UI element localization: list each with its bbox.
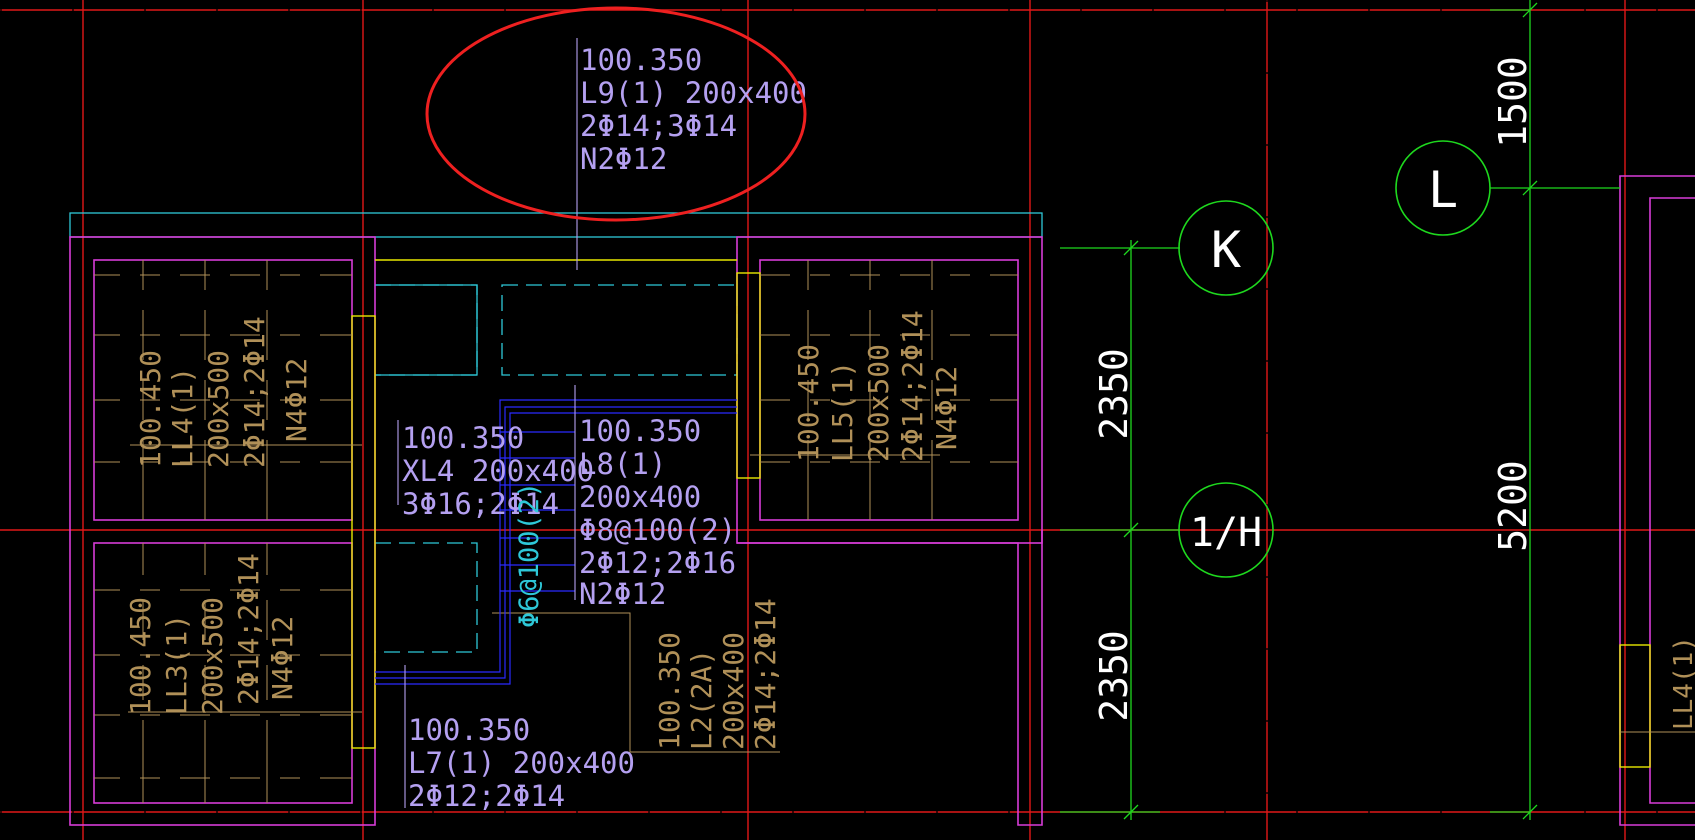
ll5-size: 200x500 (862, 344, 895, 462)
axis-bubble-1h: 1/H (1178, 482, 1274, 578)
l8-elev: 100.350 (579, 414, 701, 448)
ll3-rebar: 2Φ14;2Φ14 (232, 553, 265, 705)
ll5-side: N4Φ12 (930, 366, 963, 450)
axis-bubble-k: K (1178, 200, 1274, 296)
yellow-beams (351, 259, 1651, 768)
axis-label-l: L (1428, 161, 1458, 219)
l8-stirrup: Φ8@100(2) (579, 513, 736, 547)
l2-name: L2(2A) (685, 649, 718, 750)
beam-label-l2: 100.350 L2(2A) 200x400 2Φ14;2Φ14 (653, 598, 782, 750)
highlight-ellipse (425, 6, 807, 222)
l9-side: N2Φ12 (580, 142, 667, 176)
beam-label-xl4: 100.350 XL4 200x400 3Φ16;2Φ14 (402, 421, 594, 521)
ll4-size: 200x500 (202, 350, 235, 468)
beam-label-ll5: 100.450 LL5(1) 200x500 2Φ14;2Φ14 N4Φ12 (792, 310, 963, 462)
ll4-rebar: 2Φ14;2Φ14 (238, 316, 271, 468)
axis-label-1h: 1/H (1190, 510, 1262, 556)
l8-size: 200x400 (579, 480, 701, 514)
dim-2350-lower: 2350 (1092, 630, 1136, 722)
ll3-size: 200x500 (196, 597, 229, 715)
beam-label-l9: 100.350 L9(1) 200x400 2Φ14;3Φ14 N2Φ12 (580, 43, 807, 176)
ll3-side: N4Φ12 (266, 616, 299, 700)
cyan-dashed (375, 284, 478, 376)
ll3-elev: 100.450 (124, 597, 157, 715)
dim-2350-upper: 2350 (1092, 348, 1136, 440)
l8-side: N2Φ12 (579, 577, 666, 611)
dim-5200: 5200 (1491, 460, 1535, 552)
edge-partial-label: LL4(1) (1669, 636, 1695, 730)
ll5-name: LL5(1) (826, 361, 859, 462)
l8-rebar: 2Φ12;2Φ16 (579, 546, 736, 580)
beam-label-ll3: 100.450 LL3(1) 200x500 2Φ14;2Φ14 N4Φ12 (124, 553, 299, 715)
axis-label-k: K (1211, 221, 1241, 279)
ll-rebar-hatch (94, 260, 1695, 803)
ll3-name: LL3(1) (160, 614, 193, 715)
dim-1500: 1500 (1491, 56, 1535, 148)
l7-elev: 100.350 (408, 713, 530, 747)
xl4-elev: 100.350 (402, 421, 524, 455)
l2-elev: 100.350 (653, 632, 686, 750)
leader-lines (397, 38, 578, 808)
ll5-rebar: 2Φ14;2Φ14 (896, 310, 929, 462)
xl4-name: XL4 200x400 (402, 454, 594, 488)
l8-name: L8(1) (579, 447, 666, 481)
green-dimensions (1060, 0, 1620, 820)
l9-name: L9(1) 200x400 (580, 76, 807, 110)
ll4-name: LL4(1) (166, 367, 199, 468)
xl4-rebar: 3Φ16;2Φ14 (402, 487, 559, 521)
beam-label-l8: 100.350 L8(1) 200x400 Φ8@100(2) 2Φ12;2Φ1… (579, 414, 736, 611)
l7-rebar: 2Φ12;2Φ14 (408, 779, 565, 813)
beam-label-ll4: 100.450 LL4(1) 200x500 2Φ14;2Φ14 N4Φ12 (134, 316, 313, 468)
blue-rebar (375, 399, 737, 685)
l2-rebar: 2Φ14;2Φ14 (749, 598, 782, 750)
l9-elev: 100.350 (580, 43, 702, 77)
magenta-walls (69, 175, 1695, 826)
ll4-elev: 100.450 (134, 350, 167, 468)
l9-rebar: 2Φ14;3Φ14 (580, 109, 737, 143)
ll5-elev: 100.450 (792, 344, 825, 462)
ll4-side: N4Φ12 (280, 358, 313, 442)
cyan-outline (69, 212, 1621, 735)
l7-name: L7(1) 200x400 (408, 746, 635, 780)
axis-bubble-l: L (1395, 140, 1491, 236)
l2-size: 200x400 (717, 632, 750, 750)
beam-label-l7: 100.350 L7(1) 200x400 2Φ12;2Φ14 (408, 713, 635, 813)
stirrup-note: Φ6@100(2) (514, 482, 545, 628)
